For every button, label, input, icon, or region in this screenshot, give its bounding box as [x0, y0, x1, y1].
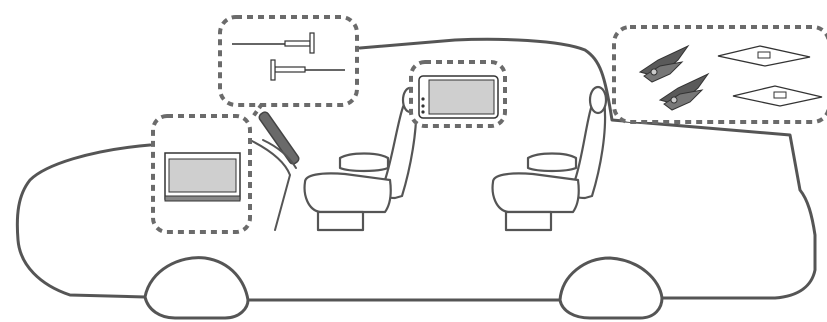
- rear-headrest: [588, 85, 608, 115]
- front-seat-armrest: [338, 152, 390, 173]
- monitor-indicator-dot: [421, 104, 425, 108]
- front-wheel-arch: [143, 295, 250, 320]
- head-unit-button-strip: [164, 195, 241, 202]
- callout-head-unit: [151, 114, 252, 234]
- monitor-indicator-dot: [421, 110, 425, 114]
- front-seat-cushion: [303, 172, 392, 214]
- dashboard-line: [249, 139, 291, 231]
- antenna-callout-frame: [218, 15, 359, 107]
- steering-shaft: [262, 139, 297, 169]
- callout-clips-brackets: [612, 25, 827, 124]
- rear-seat-base: [504, 210, 553, 232]
- steering-wheel: [258, 111, 300, 169]
- monitor-indicator-dot: [421, 97, 425, 101]
- cable-1-connector: [284, 40, 311, 47]
- cable-2-plug: [270, 59, 276, 81]
- head-unit-screen: [168, 158, 237, 193]
- rear-wheel-arch: [558, 296, 664, 320]
- clamp-clip-icon: [638, 44, 690, 83]
- vehicle-body: [15, 37, 817, 320]
- rear-seat-armrest: [526, 152, 578, 173]
- steering-wheel-column: [258, 111, 300, 165]
- rear-seat: [491, 85, 608, 232]
- callout-rear-monitor: [409, 60, 507, 128]
- cable-1-plug: [309, 32, 315, 54]
- mounting-bracket-icon: [717, 45, 811, 67]
- mounting-bracket-icon: [732, 85, 823, 107]
- front-seat-base: [316, 210, 365, 232]
- callout-antenna-cables: [218, 15, 359, 120]
- vehicle-outline: [15, 37, 817, 302]
- clamp-clip-icon: [658, 72, 710, 111]
- cable-2-connector: [274, 66, 306, 73]
- front-seat: [303, 86, 419, 232]
- monitor-screen: [428, 79, 495, 115]
- antenna-callout-pointer: [250, 102, 264, 120]
- rear-seat-cushion: [491, 172, 580, 214]
